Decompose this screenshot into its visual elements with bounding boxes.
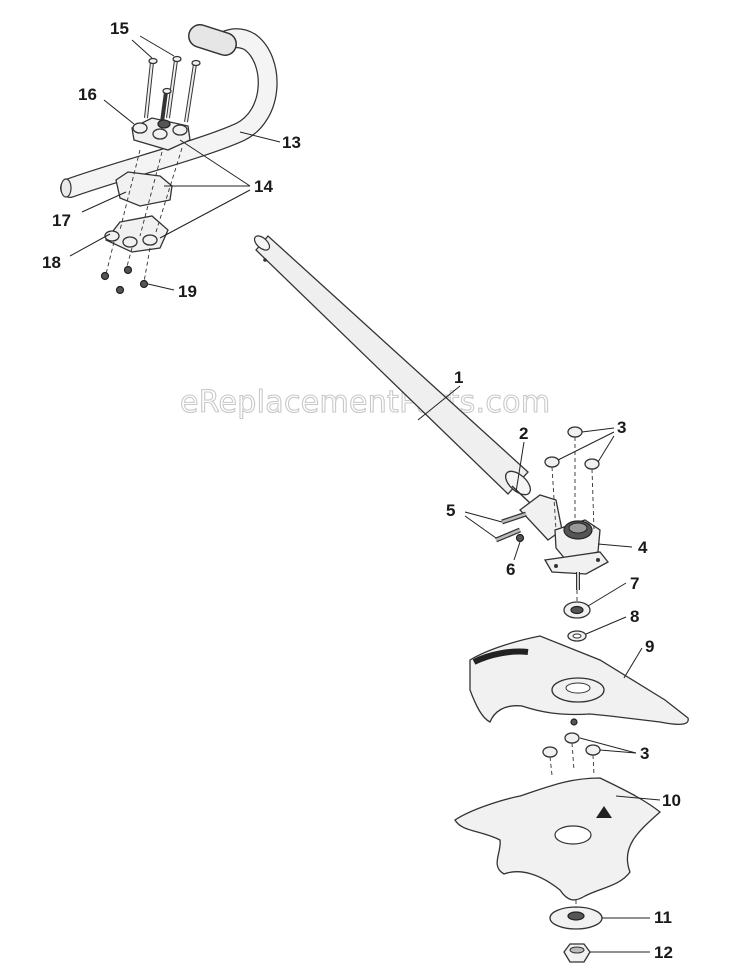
- callout-17: 17: [52, 211, 71, 230]
- callout-10: 10: [662, 791, 681, 810]
- callout-5: 5: [446, 501, 455, 520]
- callout-15: 15: [110, 19, 129, 38]
- gear-head-nuts-illustration: [544, 426, 600, 531]
- guard-shield-illustration: [469, 635, 689, 726]
- callout-3-bottom: 3: [640, 744, 649, 763]
- leader-lines: [69, 35, 661, 953]
- side-bolts-illustration: [495, 511, 527, 543]
- callout-6: 6: [506, 560, 515, 579]
- callout-labels: 1 2 3 3 4 5 6 7 8 9 10 11 12 13 14 15 16…: [42, 19, 681, 962]
- handle-clamp-upper-illustration: [131, 117, 191, 151]
- callout-7: 7: [630, 574, 639, 593]
- callout-4: 4: [638, 538, 648, 557]
- blade-nut-illustration: [563, 943, 591, 963]
- callout-9: 9: [645, 637, 654, 656]
- handle-nuts-illustration: [100, 265, 149, 295]
- bearing-illustration: [563, 590, 591, 642]
- handle-clamp-lower-illustration: [104, 147, 183, 283]
- callout-19: 19: [178, 282, 197, 301]
- callout-1: 1: [454, 368, 463, 387]
- callout-16: 16: [78, 85, 97, 104]
- callout-14: 14: [254, 177, 273, 196]
- callout-8: 8: [630, 607, 639, 626]
- callout-13: 13: [282, 133, 301, 152]
- handle-bar-illustration: [60, 24, 278, 198]
- callout-3-top: 3: [617, 418, 626, 437]
- shield-bolts-illustration: [542, 732, 601, 776]
- callout-12: 12: [654, 943, 673, 962]
- callout-11: 11: [654, 908, 672, 927]
- callout-18: 18: [42, 253, 61, 272]
- callout-2: 2: [519, 424, 528, 443]
- blade-washer-illustration: [549, 900, 603, 930]
- gear-head-illustration: [519, 494, 609, 590]
- watermark-text: eReplacementParts.com: [180, 385, 550, 420]
- handle-bolts-illustration: [144, 55, 201, 123]
- drive-shaft-illustration: [253, 235, 532, 504]
- cutting-blade-illustration: [454, 777, 662, 901]
